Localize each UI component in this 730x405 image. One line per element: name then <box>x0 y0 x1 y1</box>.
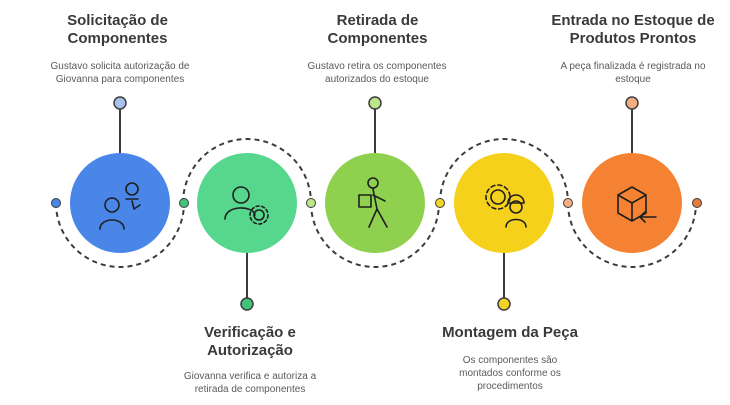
step-circle-verificacao <box>197 153 297 253</box>
step-description-solicitacao: Gustavo solicita autorização de Giovanna… <box>50 61 190 85</box>
person-gear-icon <box>224 186 269 225</box>
step-description-montagem: Os componentes são montados conforme os … <box>459 355 561 392</box>
junction-dot-3 <box>435 198 445 208</box>
step-title-solicitacao: Solicitação de Componentes <box>67 12 168 47</box>
step-circle-solicitacao <box>70 153 170 253</box>
step-title-montagem: Montagem da Peça <box>442 324 578 341</box>
gears-worker-icon <box>485 184 527 228</box>
marker-dot-retirada <box>368 96 382 110</box>
step-description-entrada: A peça finalizada é registrada no estoqu… <box>560 61 706 85</box>
marker-dot-solicitacao <box>113 96 127 110</box>
marker-dot-verificacao <box>240 297 254 311</box>
marker-dot-montagem <box>497 297 511 311</box>
connector-arc-solicitacao <box>55 202 185 268</box>
box-arrow-in-icon <box>617 186 657 223</box>
junction-dot-5 <box>692 198 702 208</box>
junction-dot-0 <box>51 198 61 208</box>
junction-dot-4 <box>563 198 573 208</box>
step-title-entrada: Entrada no Estoque de Produtos Prontos <box>551 12 715 47</box>
person-carrying-box-icon <box>358 177 388 228</box>
connector-arc-verificacao <box>182 138 312 204</box>
junction-dot-2 <box>306 198 316 208</box>
step-circle-montagem <box>454 153 554 253</box>
step-description-verificacao: Giovanna verifica e autoriza a retirada … <box>183 371 317 395</box>
junction-dot-1 <box>179 198 189 208</box>
step-title-retirada: Retirada de Componentes <box>327 12 428 47</box>
step-description-retirada: Gustavo retira os componentes autorizado… <box>307 61 447 85</box>
marker-dot-entrada <box>625 96 639 110</box>
connector-arc-entrada <box>567 202 697 268</box>
step-title-verificacao: Verificação e Autorização <box>204 324 296 359</box>
connector-arc-retirada <box>310 202 440 268</box>
connector-arc-montagem <box>439 138 569 204</box>
person-request-icon <box>99 182 141 230</box>
